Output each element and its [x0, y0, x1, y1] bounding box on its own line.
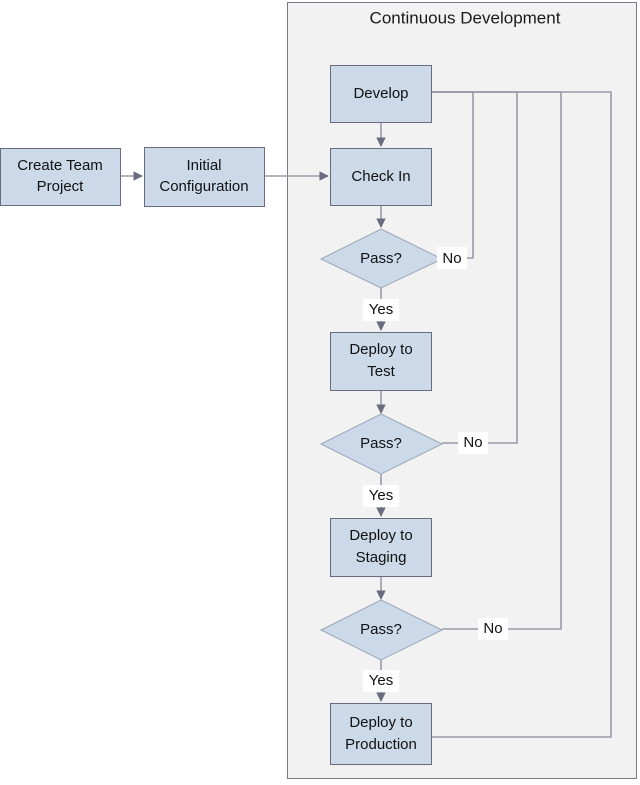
edge-label-yes-checkin-text: Yes [369, 301, 393, 318]
node-initial-configuration-shape[interactable] [144, 147, 265, 207]
node-deploy-to-test[interactable]: Deploy to Test [330, 332, 432, 391]
node-create-team-project-line2: Project [37, 178, 85, 195]
node-initial-configuration-line2: Configuration [159, 178, 248, 195]
edge-label-yes-test-text: Yes [369, 487, 393, 504]
node-deploy-to-staging-line1: Deploy to [349, 527, 412, 544]
node-pass-test-shape[interactable] [319, 413, 444, 475]
node-deploy-to-staging-shape[interactable] [330, 518, 432, 577]
edge-label-no-checkin-text: No [442, 250, 461, 267]
node-pass-checkin-shape[interactable] [319, 228, 444, 289]
node-pass-checkin[interactable]: Pass? [319, 228, 444, 289]
node-pass-test-label: Pass? [360, 435, 402, 452]
node-deploy-to-test-line2: Test [367, 363, 395, 380]
node-deploy-to-production[interactable]: Deploy to Production [330, 703, 432, 765]
edge-label-no-test-text: No [463, 434, 482, 451]
group-title: Continuous Development [370, 8, 561, 27]
node-deploy-to-staging-line2: Staging [356, 549, 407, 566]
edge-label-no-checkin: No [437, 247, 467, 269]
edge-label-yes-staging: Yes [363, 670, 399, 692]
node-pass-checkin-label: Pass? [360, 250, 402, 267]
node-create-team-project[interactable]: Create Team Project [0, 148, 121, 206]
node-deploy-to-test-line1: Deploy to [349, 341, 412, 358]
node-develop-shape[interactable] [330, 65, 432, 123]
node-initial-configuration-line1: Initial [186, 157, 221, 174]
edge-label-no-staging-text: No [483, 620, 502, 637]
edge-label-yes-test: Yes [363, 485, 399, 507]
node-deploy-to-production-line2: Production [345, 736, 417, 753]
node-pass-staging-label: Pass? [360, 621, 402, 638]
node-develop-label: Develop [353, 85, 408, 102]
node-deploy-to-production-line1: Deploy to [349, 714, 412, 731]
node-create-team-project-line1: Create Team [17, 157, 103, 174]
edge-label-yes-checkin: Yes [363, 299, 399, 321]
node-deploy-to-staging[interactable]: Deploy to Staging [330, 518, 432, 577]
node-check-in-shape[interactable] [330, 148, 432, 206]
node-deploy-to-test-shape[interactable] [330, 332, 432, 391]
node-develop[interactable]: Develop [330, 65, 432, 123]
edge-label-yes-staging-text: Yes [369, 672, 393, 689]
node-check-in[interactable]: Check In [330, 148, 432, 206]
node-initial-configuration[interactable]: Initial Configuration [144, 147, 265, 207]
node-pass-staging-shape[interactable] [319, 599, 444, 661]
node-deploy-to-production-shape[interactable] [330, 703, 432, 765]
edge-label-no-staging: No [478, 618, 508, 640]
node-pass-staging[interactable]: Pass? [319, 599, 444, 661]
node-check-in-label: Check In [351, 168, 410, 185]
node-pass-test[interactable]: Pass? [319, 413, 444, 475]
edge-label-no-test: No [458, 432, 488, 454]
node-create-team-project-shape[interactable] [0, 148, 121, 206]
edge-deployproduction-to-develop [412, 91, 612, 738]
